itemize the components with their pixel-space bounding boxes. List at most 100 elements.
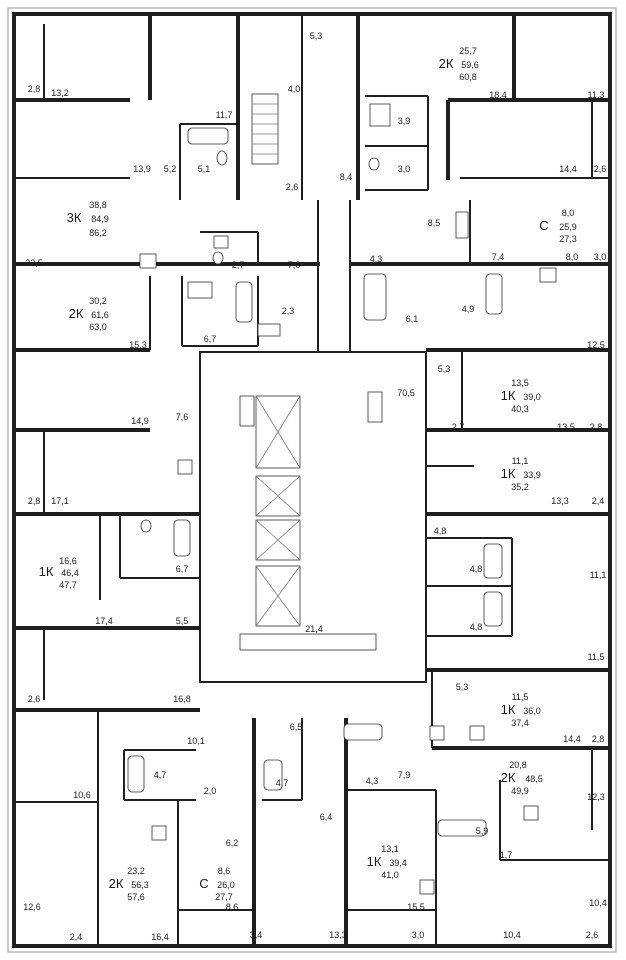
room-area: 10,1	[187, 736, 205, 746]
svg-text:30,2: 30,2	[89, 296, 107, 306]
room-area: 7,9	[398, 770, 411, 780]
svg-text:57,6: 57,6	[127, 892, 145, 902]
room-area: 5,3	[438, 364, 451, 374]
svg-text:16,6: 16,6	[59, 556, 77, 566]
room-area: 14,9	[131, 416, 149, 426]
room-area: 12,3	[587, 792, 605, 802]
room-area: 13,5	[557, 422, 575, 432]
toilet	[140, 519, 152, 533]
room-area: 5,5	[176, 616, 189, 626]
svg-text:60,8: 60,8	[459, 72, 477, 82]
room-area: 4,8	[470, 564, 483, 574]
room-area: 17,1	[51, 496, 69, 506]
room-area: 5,3	[310, 31, 323, 41]
room-area: 2,6	[28, 694, 41, 704]
bathtub	[263, 759, 283, 791]
svg-text:8,0: 8,0	[562, 208, 575, 218]
apartment-2k-top: 25,7 2К 59,6 60,8	[439, 46, 479, 82]
svg-text:48,5: 48,5	[525, 774, 543, 784]
room-area: 4,3	[366, 776, 379, 786]
room-area: 11,7	[216, 110, 233, 120]
room-area: 5,1	[198, 164, 211, 174]
room-area: 7,6	[176, 412, 189, 422]
room-area: 2,8	[28, 84, 41, 94]
bathtub	[173, 519, 191, 557]
stove	[367, 391, 383, 423]
bathtub	[485, 273, 503, 315]
toilet	[368, 157, 380, 171]
svg-text:13,5: 13,5	[511, 378, 529, 388]
svg-text:25,7: 25,7	[459, 46, 477, 56]
bath-fixtures	[127, 103, 503, 837]
room-area: 2,7	[232, 260, 245, 270]
stove	[469, 725, 485, 741]
room-area: 5,9	[476, 826, 489, 836]
room-area: 2,6	[586, 930, 599, 940]
living-area: 38,8	[89, 200, 107, 210]
apartment-1k-right-1: 13,5 1К 39,0 40,3	[501, 378, 541, 414]
room-area: 2,3	[282, 306, 295, 316]
room-area: 4,3	[370, 254, 383, 264]
core-structure	[239, 93, 377, 651]
stove	[523, 805, 539, 821]
room-area: 5,3	[456, 682, 469, 692]
stove	[419, 879, 435, 895]
apartment-studio-top: 8,0 С 25,9 27,3	[539, 208, 576, 244]
svg-text:59,6: 59,6	[461, 60, 479, 70]
apartment-2k-left: 30,2 2К 61,6 63,0	[69, 296, 109, 332]
room-area: 3,4	[250, 930, 263, 940]
svg-text:25,9: 25,9	[559, 222, 577, 232]
bathtub	[483, 591, 503, 627]
apartment-2k-bottom-right: 20,8 2К 48,5 49,9	[501, 760, 543, 796]
bathtub	[437, 819, 487, 837]
room-area: 2,6	[594, 164, 607, 174]
svg-text:56,3: 56,3	[131, 880, 149, 890]
svg-text:23,2: 23,2	[127, 866, 145, 876]
room-area: 13,9	[133, 164, 151, 174]
svg-text:61,6: 61,6	[91, 310, 109, 320]
stove	[151, 825, 167, 841]
svg-text:11,5: 11,5	[512, 692, 529, 702]
svg-text:2К: 2К	[109, 876, 124, 891]
svg-text:1К: 1К	[501, 702, 516, 717]
room-area: 11,5	[588, 652, 605, 662]
room-labels: 5,3 2,8 13,2 4,0 18,4 11,3 11,7 3,9 13,9…	[23, 31, 607, 942]
room-area: 13,2	[51, 88, 69, 98]
room-area: 13,3	[329, 930, 347, 940]
svg-text:1К: 1К	[501, 466, 516, 481]
room-area: 15,3	[129, 340, 147, 350]
room-area: 4,9	[462, 304, 475, 314]
svg-text:8,6: 8,6	[218, 866, 231, 876]
apartment-3k: 38,8 3К 84,9 86,2	[67, 200, 109, 238]
room-area: 11,1	[590, 570, 607, 580]
toilet	[212, 251, 224, 265]
bathtub	[127, 755, 145, 793]
room-area: 13,3	[551, 496, 569, 506]
room-area: 4,7	[154, 770, 167, 780]
room-area: 1,7	[500, 850, 513, 860]
svg-text:2К: 2К	[439, 56, 454, 71]
svg-text:36,0: 36,0	[523, 706, 541, 716]
room-area: 23,5	[25, 258, 43, 268]
room-area: 10,6	[73, 790, 91, 800]
svg-text:46,4: 46,4	[61, 568, 79, 578]
svg-text:47,7: 47,7	[59, 580, 77, 590]
room-area: 4,8	[470, 622, 483, 632]
room-area: 7,4	[492, 252, 505, 262]
room-area: 21,4	[305, 624, 323, 634]
room-area: 15,5	[407, 902, 425, 912]
stove	[429, 725, 445, 741]
svg-text:1К: 1К	[367, 854, 382, 869]
svg-text:39,0: 39,0	[523, 392, 541, 402]
svg-text:35,2: 35,2	[511, 482, 529, 492]
room-area: 8,5	[428, 218, 441, 228]
room-area: 2,4	[70, 932, 83, 942]
room-area: 4,8	[434, 526, 447, 536]
bathtub	[187, 127, 229, 145]
sink	[213, 235, 229, 249]
stair-flights	[251, 93, 279, 165]
room-area: 17,4	[95, 616, 113, 626]
svg-text:49,9: 49,9	[511, 786, 529, 796]
room-area: 2,0	[204, 786, 217, 796]
svg-text:13,1: 13,1	[381, 844, 399, 854]
